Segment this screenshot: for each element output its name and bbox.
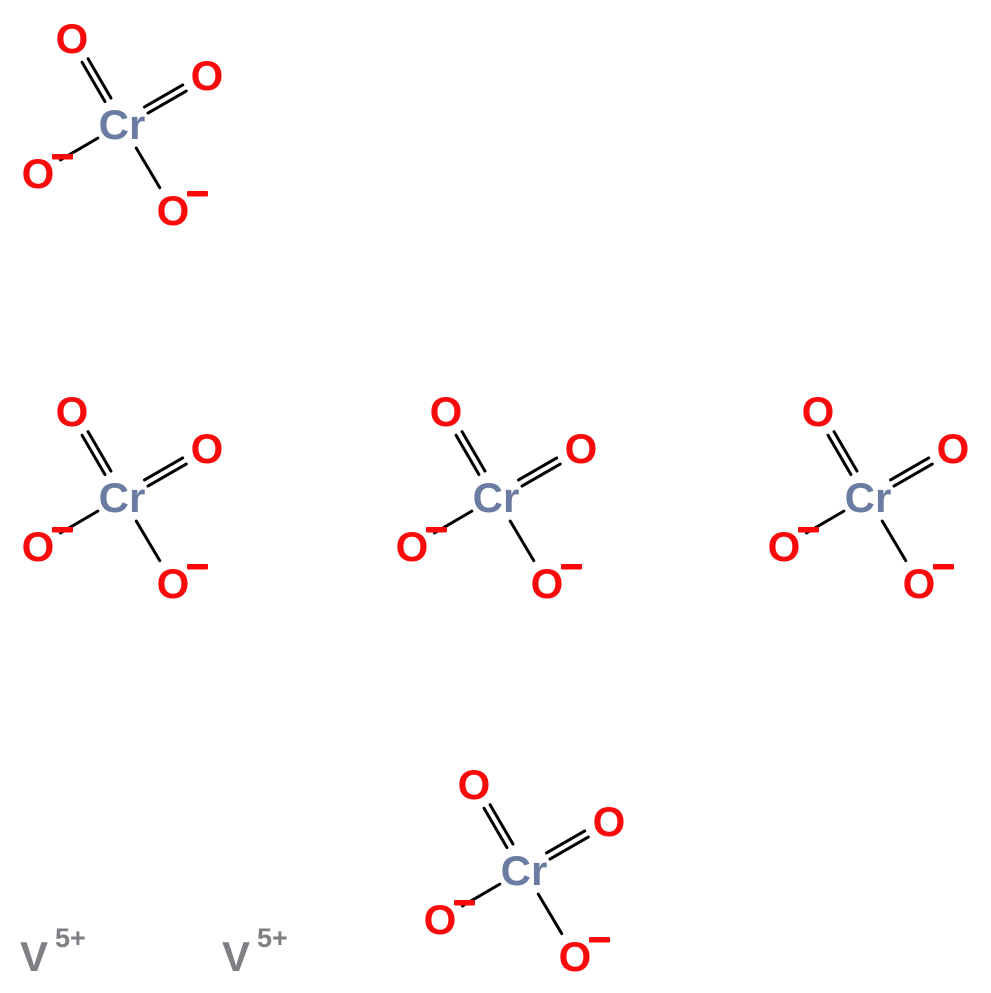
chromate-group-2-O-bottom-right-label-charge-minus — [187, 564, 208, 570]
chromate-group-4-O-bottom-left-label-charge-minus — [798, 527, 819, 533]
chromate-group-5-double-bond — [482, 806, 509, 850]
chromate-group-2-O-bottom-right-label: O — [157, 560, 190, 607]
chromate-group-2-O-bottom-left-label-charge-minus — [52, 527, 73, 533]
chromate-group-4-O-top-right-label: O — [937, 425, 970, 472]
chromate-group-4-O-bottom-right-label-charge-minus — [933, 564, 954, 570]
chromate-group-3-O-top-right-label: O — [565, 425, 598, 472]
chromate-group-1-single-bond — [134, 146, 162, 190]
chromate-group-1-double-bond — [86, 57, 113, 100]
vanadium-ion-2-charge-label: 5+ — [257, 923, 288, 953]
chromate-group-1-double-bond — [80, 60, 107, 104]
chromate-group-2-double-bond — [146, 462, 188, 488]
chromate-group-1-double-bond — [143, 83, 185, 109]
chromate-group-3-O-bottom-left-label-charge-minus — [426, 527, 447, 533]
chromate-group-2-Cr-label: Cr — [99, 474, 146, 521]
chromate-group-4-double-bond — [892, 462, 934, 488]
chromate-group-1-double-bond — [146, 89, 188, 115]
vanadium-ion-2-label: V — [222, 933, 250, 980]
chromate-group-4-double-bond — [832, 430, 859, 473]
chromate-group-4-O-bottom-left-label: O — [768, 523, 801, 570]
chromate-group-4-double-bond — [889, 456, 931, 482]
chromate-group-3-O-bottom-right-label-charge-minus — [561, 564, 582, 570]
chromate-group-1-O-bottom-left-label: O — [22, 150, 55, 197]
chromate-group-4-single-bond — [880, 519, 908, 563]
chromate-group-2-O-bottom-left-label: O — [22, 523, 55, 570]
chromate-group-5-O-bottom-left-label: O — [424, 896, 457, 943]
chromate-group-1-Cr-label: Cr — [99, 101, 146, 148]
chromate-group-5-O-bottom-right-label: O — [559, 933, 592, 980]
vanadium-ion-1-label: V — [20, 933, 48, 980]
chromate-group-5-double-bond — [488, 803, 515, 846]
chromate-group-1-O-bottom-right-label-charge-minus — [187, 191, 208, 197]
chromate-group-3-double-bond — [520, 462, 562, 488]
chromate-group-2-single-bond — [134, 519, 162, 563]
chromate-group-5-O-top-left-label: O — [458, 761, 491, 808]
chromate-group-3-double-bond — [517, 456, 559, 482]
chromate-group-4-O-top-left-label: O — [802, 388, 835, 435]
chromate-group-1-O-bottom-right-label: O — [157, 187, 190, 234]
chromate-group-1-O-top-left-label: O — [56, 15, 89, 62]
chromate-group-1-O-top-right-label: O — [191, 52, 224, 99]
chromate-group-2-double-bond — [86, 430, 113, 473]
chromate-group-3-double-bond — [460, 430, 487, 473]
chromate-group-4-double-bond — [826, 433, 853, 477]
chromate-group-3-single-bond — [508, 519, 536, 563]
chromate-group-2-double-bond — [80, 433, 107, 477]
chromate-group-3-double-bond — [454, 433, 481, 477]
chromate-group-5-O-bottom-left-label-charge-minus — [454, 900, 475, 906]
chromate-group-1-O-bottom-left-label-charge-minus — [52, 154, 73, 160]
chromate-group-2-O-top-left-label: O — [56, 388, 89, 435]
chromate-group-2-O-top-right-label: O — [191, 425, 224, 472]
chromate-group-5-O-bottom-right-label-charge-minus — [589, 937, 610, 943]
chromate-group-5-double-bond — [545, 829, 587, 855]
chromate-group-3-O-top-left-label: O — [430, 388, 463, 435]
chromate-group-5-Cr-label: Cr — [501, 847, 548, 894]
chromate-group-4-O-bottom-right-label: O — [903, 560, 936, 607]
vanadium-ion-1-charge-label: 5+ — [55, 923, 86, 953]
chromate-group-2-double-bond — [143, 456, 185, 482]
chromate-group-3-O-bottom-left-label: O — [396, 523, 429, 570]
chromate-group-5-double-bond — [548, 835, 590, 861]
chromate-group-4-Cr-label: Cr — [845, 474, 892, 521]
chromate-group-5-O-top-right-label: O — [593, 798, 626, 845]
chromate-group-5-single-bond — [536, 892, 564, 936]
chromate-group-3-O-bottom-right-label: O — [531, 560, 564, 607]
chromate-group-3-Cr-label: Cr — [473, 474, 520, 521]
